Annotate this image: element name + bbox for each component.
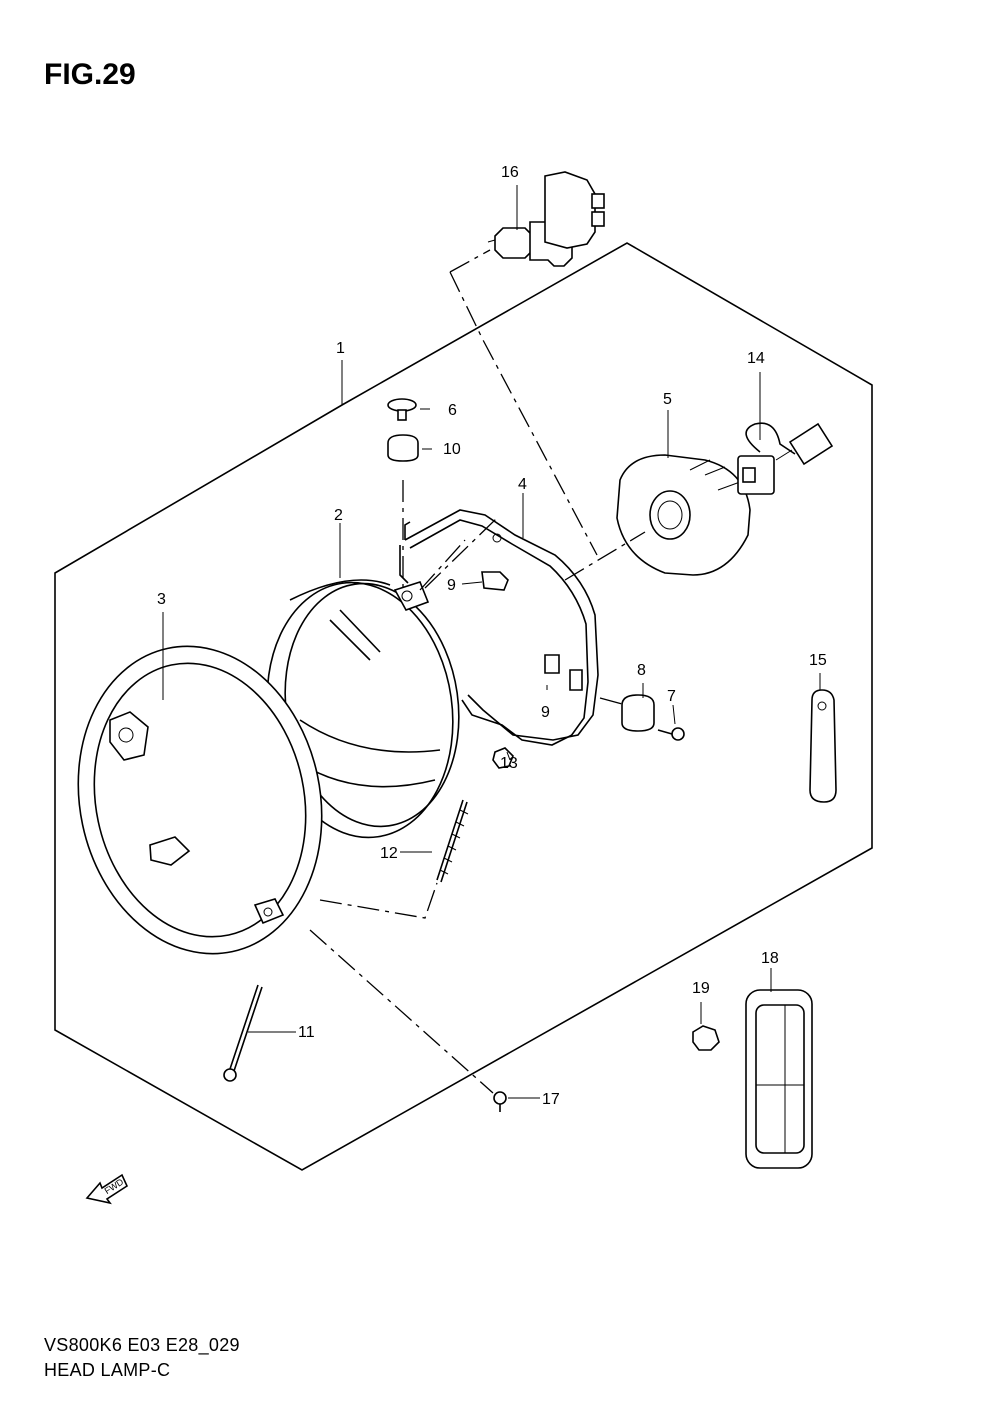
callout-13: 13: [500, 755, 518, 772]
model-code: VS800K6 E03 E28_029: [44, 1335, 240, 1355]
screw-7: [657, 727, 685, 741]
callout-16: 16: [501, 164, 519, 181]
bracket-4: [399, 509, 599, 746]
callout-14: 14: [747, 350, 765, 367]
spring-12-coils: [439, 809, 469, 875]
callout-19: 19: [692, 980, 710, 997]
bulb-16: [487, 171, 605, 267]
callout-9-upper: 9: [447, 577, 456, 594]
callout-7: 7: [667, 688, 676, 705]
spring-12: [436, 799, 468, 883]
grommet-10: [387, 434, 419, 462]
fwd-arrow-icon: FWD: [85, 1173, 129, 1205]
leader-lines: [309, 249, 646, 1094]
callout-3: 3: [157, 591, 166, 608]
screw-6: [387, 398, 417, 421]
callout-12: 12: [380, 845, 398, 862]
nut-13: [492, 747, 514, 769]
reflector-18: [745, 989, 813, 1169]
callout-5: 5: [663, 391, 672, 408]
nut-19: [692, 1025, 720, 1051]
callout-6: 6: [448, 402, 457, 419]
callout-18: 18: [761, 950, 779, 967]
holder-15: [809, 689, 837, 803]
rim-3: [77, 645, 323, 955]
callout-9-lower: 9: [541, 704, 550, 721]
figure-title: FIG.29: [44, 58, 136, 91]
callout-2: 2: [334, 507, 343, 524]
callout-10: 10: [443, 441, 461, 458]
assembly-outline: [54, 242, 873, 1171]
callout-8: 8: [637, 662, 646, 679]
screw-11: [227, 984, 263, 1078]
section-title: HEAD LAMP-C: [44, 1360, 171, 1380]
rubber-cover-5: [616, 454, 751, 576]
callout-11: 11: [298, 1024, 315, 1041]
rubber-8: [621, 694, 655, 732]
clip-9-upper: [481, 571, 509, 591]
callout-17: 17: [542, 1091, 560, 1108]
holder-15-hole: [817, 701, 827, 711]
callout-1: 1: [336, 340, 345, 357]
callout-15: 15: [809, 652, 827, 669]
socket-14: [737, 422, 834, 495]
callout-leaders: [162, 185, 821, 1099]
callout-4: 4: [518, 476, 527, 493]
screw-17: [493, 1091, 507, 1112]
screw-11-head: [223, 1068, 237, 1082]
